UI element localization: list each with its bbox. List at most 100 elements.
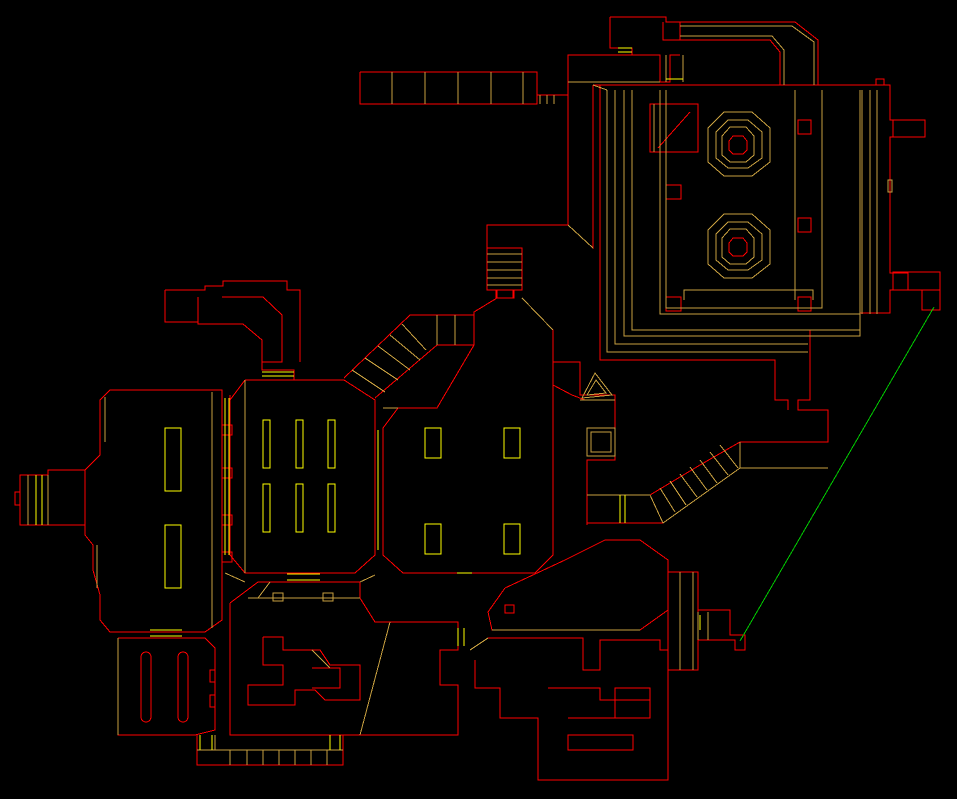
wall-segment xyxy=(209,694,216,708)
step-line xyxy=(322,592,334,602)
step-line xyxy=(359,574,376,583)
wall-segment xyxy=(797,296,812,312)
raised-block xyxy=(590,431,612,453)
wall-segment xyxy=(165,280,301,362)
wall-segment xyxy=(117,637,216,736)
wall-segment xyxy=(19,469,85,526)
door-pillar xyxy=(164,524,182,589)
step-line xyxy=(631,90,860,331)
pillar-ring xyxy=(715,119,763,169)
stair-step xyxy=(659,487,676,513)
pillar-ring xyxy=(721,228,755,265)
door-pillar xyxy=(424,427,442,459)
inner-platform-diagonal xyxy=(657,111,691,149)
step-line xyxy=(592,84,608,91)
door-pillar xyxy=(503,523,521,555)
stair-step xyxy=(689,466,708,491)
wall-segment xyxy=(797,119,812,135)
step-line xyxy=(614,90,808,345)
stair-step xyxy=(364,357,399,381)
teleport-line xyxy=(739,306,935,642)
wall-segment xyxy=(221,424,233,436)
wall-segment xyxy=(875,78,885,86)
wall-segment xyxy=(665,296,682,312)
stair-step xyxy=(351,369,386,393)
automap-doors xyxy=(35,47,701,750)
wall-segment xyxy=(548,687,651,719)
step-line xyxy=(224,572,246,583)
pillar-ring xyxy=(721,126,755,163)
pillar-core xyxy=(728,237,748,257)
wall-segment xyxy=(486,55,569,248)
pill-slot xyxy=(140,651,152,723)
stair-step xyxy=(669,480,687,506)
pillar-ring xyxy=(707,111,771,177)
step-line xyxy=(680,35,785,85)
wall-segment xyxy=(680,21,819,85)
wall-segment xyxy=(221,467,233,479)
wall-segment xyxy=(587,84,926,524)
wall-segment xyxy=(229,395,246,574)
raised-triangle xyxy=(581,372,613,399)
wall-segment xyxy=(221,514,233,526)
wall-segment xyxy=(921,289,941,311)
wall-segment xyxy=(229,581,459,736)
wall-segment xyxy=(892,271,941,291)
wall-segment xyxy=(567,85,594,250)
wall-segment xyxy=(469,637,669,781)
wall-segment xyxy=(680,39,781,85)
wall-segment xyxy=(609,17,633,55)
wall-segment xyxy=(599,85,789,410)
step-line xyxy=(659,90,860,315)
wall-segment xyxy=(552,384,586,401)
wall-segment xyxy=(382,297,554,574)
stair-step xyxy=(679,473,698,498)
door-pillar xyxy=(503,427,521,459)
wall-segment xyxy=(553,361,616,525)
wall-segment xyxy=(221,551,233,563)
step-line xyxy=(311,649,331,669)
stair-step xyxy=(377,345,411,371)
step-line xyxy=(606,90,808,353)
wall-segment xyxy=(343,314,474,379)
inner-platform xyxy=(649,103,699,153)
wall-segment xyxy=(164,290,263,368)
step-line xyxy=(272,592,284,602)
wall-segment xyxy=(209,669,216,683)
step-line xyxy=(887,179,893,193)
step-line xyxy=(521,297,554,331)
pillar-ring xyxy=(707,213,771,279)
step-line xyxy=(665,90,823,309)
stair-step xyxy=(709,451,729,476)
wall-segment xyxy=(614,687,651,719)
wall-segment xyxy=(247,636,361,706)
wall-segment xyxy=(797,217,812,233)
wall-segment xyxy=(665,184,682,200)
step-line xyxy=(469,637,489,651)
step-line xyxy=(359,621,391,736)
stair-step xyxy=(649,494,664,524)
stair-step xyxy=(401,323,427,351)
door-pillar xyxy=(424,523,442,555)
wall-segment xyxy=(359,72,538,105)
wall-segment xyxy=(229,379,376,574)
door-pillar xyxy=(327,483,336,533)
wall-segment xyxy=(374,344,474,399)
step-line xyxy=(257,581,271,599)
pillar-ring xyxy=(715,221,763,271)
wall-segment xyxy=(504,604,515,614)
wall-segment xyxy=(698,609,746,651)
wall-segment xyxy=(14,491,21,506)
step-line xyxy=(680,25,815,85)
wall-segment xyxy=(610,16,681,41)
door-pillar xyxy=(327,419,336,469)
wall-segment xyxy=(84,389,223,633)
wall-segment xyxy=(892,119,926,138)
stair-step xyxy=(719,444,739,469)
door-pillar xyxy=(164,427,182,492)
door-pillar xyxy=(295,419,304,469)
pillar-core xyxy=(728,135,748,155)
wall-segment xyxy=(312,667,341,689)
automap-walls xyxy=(14,16,941,781)
